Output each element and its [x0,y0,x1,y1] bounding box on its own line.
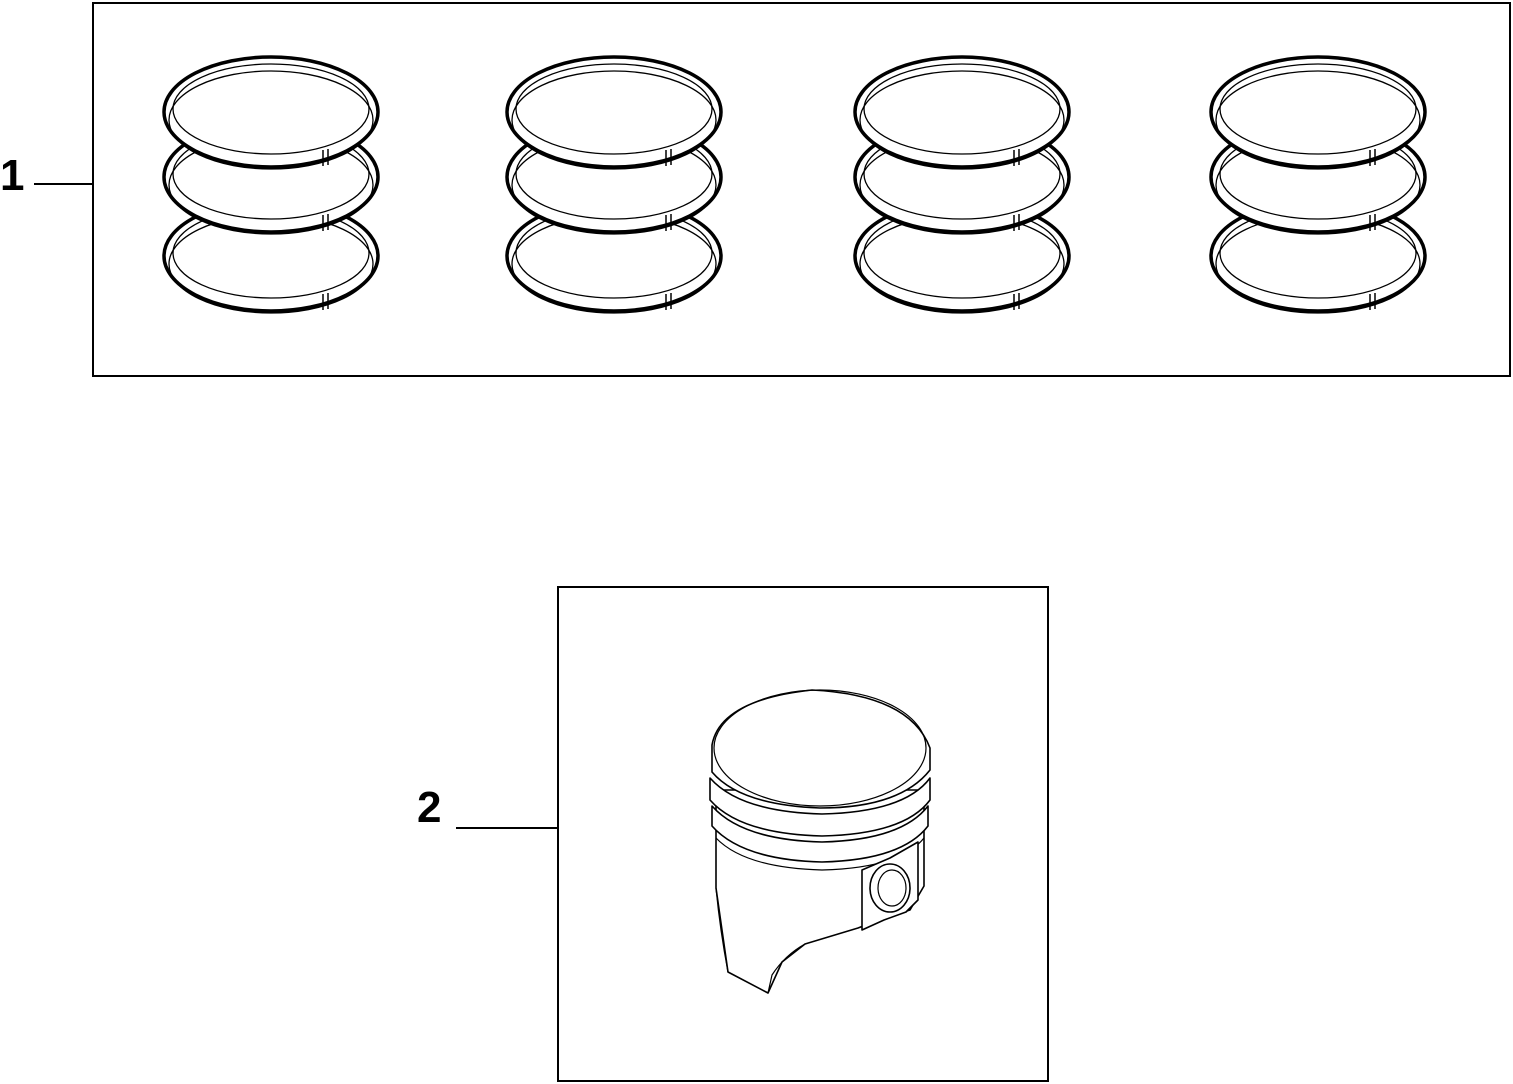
ring-outer-edge [505,55,723,169]
ring-thickness-edge [1215,70,1421,170]
group-1-piston-rings: 1 [0,2,1511,377]
ring-thickness-edge [511,70,717,170]
piston-ring [162,55,380,170]
ring-inner-edge [863,63,1061,155]
piston-ring [1209,55,1427,170]
piston-ring [853,55,1071,170]
ring-set-4 [1209,55,1427,314]
ring-outer-edge [1209,55,1427,169]
piston-ring-land-1 [709,777,931,837]
piston-underside [767,943,806,994]
ring-inner-edge [172,63,370,155]
ring-set-2 [505,55,723,314]
callout-2: 2 [417,783,441,832]
ring-inner-edge [515,63,713,155]
piston-skirt-contour [715,887,729,973]
ring-outer-edge [162,55,380,169]
group-2-piston: 2 [417,586,1049,1082]
ring-set-1 [162,55,380,314]
piston-ring-land-2 [711,805,929,863]
piston-illustration [709,689,931,994]
ring-thickness-edge [859,70,1065,170]
ring-set-3 [853,55,1071,314]
ring-sets [162,55,1427,314]
piston-pin-hole [869,863,911,913]
piston-ring [505,55,723,170]
piston-crown [711,689,931,809]
ring-outer-edge [853,55,1071,169]
frame-2 [557,586,1049,1082]
frame-1 [92,2,1511,377]
ring-thickness-edge [168,70,374,170]
piston-pin-hole-inner [877,869,907,907]
piston-ring [162,199,380,314]
piston-crown-face [713,689,927,807]
ring-inner-edge [1219,63,1417,155]
callout-1: 1 [0,151,24,200]
